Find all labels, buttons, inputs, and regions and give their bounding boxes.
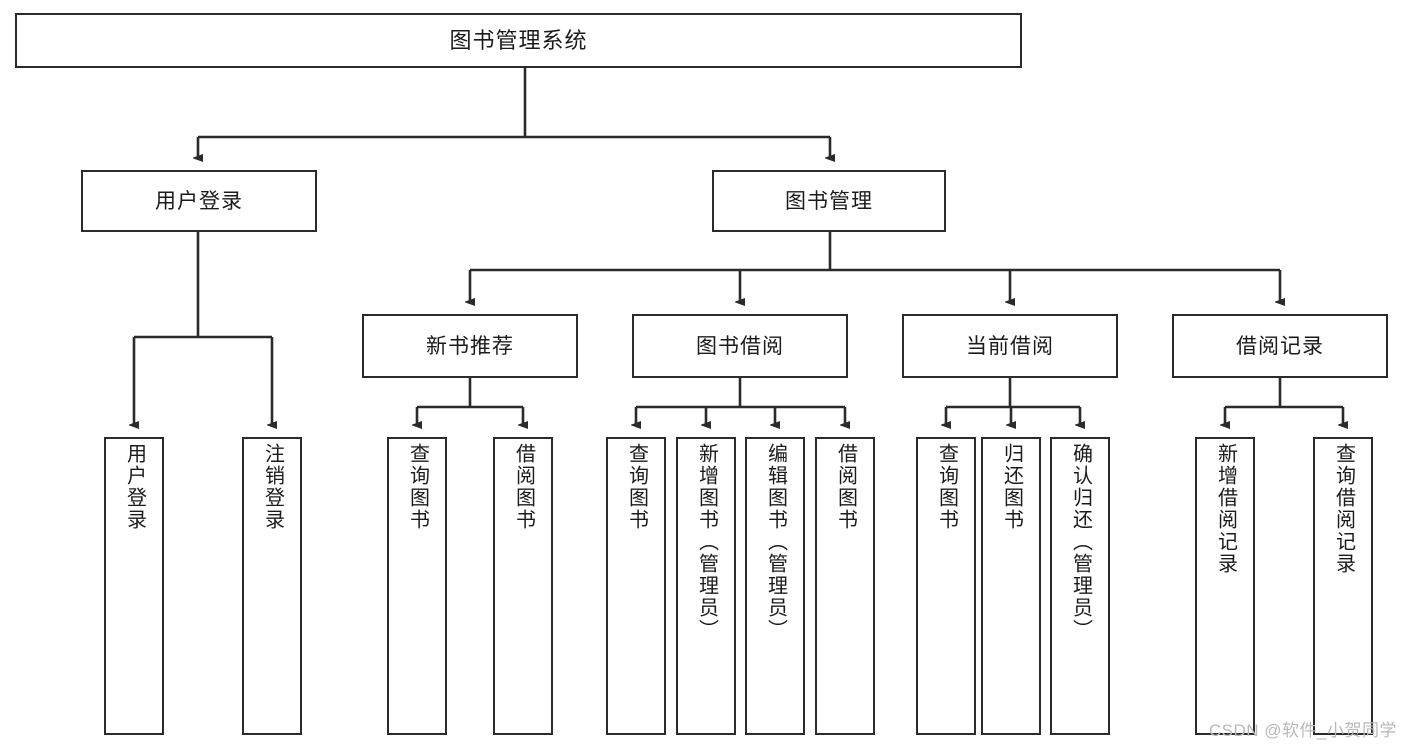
node-label: 确认归还（管理员） [1069,443,1092,641]
node-user-login[interactable]: 用户登录 [81,170,317,232]
node-label: 图书管理 [785,189,873,213]
leaf-borrow-record-query[interactable]: 查询借阅记录 [1313,437,1373,735]
leaf-book-borrow-borrow[interactable]: 借阅图书 [815,437,875,735]
leaf-book-borrow-query[interactable]: 查询图书 [606,437,666,735]
node-new-book-recommend[interactable]: 新书推荐 [362,314,578,378]
node-book-borrow[interactable]: 图书借阅 [632,314,848,378]
node-book-management[interactable]: 图书管理 [712,170,946,232]
node-label: 借阅记录 [1236,334,1324,358]
node-current-borrow[interactable]: 当前借阅 [902,314,1118,378]
node-label: 编辑图书（管理员） [764,443,787,641]
node-label: 归还图书 [1000,443,1023,531]
node-label: 图书借阅 [696,334,784,358]
node-label: 新书推荐 [426,334,514,358]
node-label: 用户登录 [123,443,146,531]
leaf-borrow-record-add[interactable]: 新增借阅记录 [1195,437,1255,735]
node-label: 查询图书 [406,443,429,531]
node-borrow-record[interactable]: 借阅记录 [1172,314,1388,378]
node-label: 新增借阅记录 [1214,443,1237,575]
leaf-new-book-borrow[interactable]: 借阅图书 [493,437,553,735]
node-label: 注销登录 [261,443,284,531]
node-label: 图书管理系统 [449,27,588,53]
node-root-system[interactable]: 图书管理系统 [15,13,1022,68]
node-label: 当前借阅 [966,334,1054,358]
leaf-user-login-logout[interactable]: 注销登录 [242,437,302,735]
node-label: 新增图书（管理员） [695,443,718,641]
node-label: 查询图书 [935,443,958,531]
leaf-book-borrow-add[interactable]: 新增图书（管理员） [676,437,736,735]
node-label: 查询借阅记录 [1332,443,1355,575]
node-label: 借阅图书 [512,443,535,531]
leaf-current-borrow-return[interactable]: 归还图书 [981,437,1041,735]
leaf-user-login-login[interactable]: 用户登录 [104,437,164,735]
node-label: 借阅图书 [834,443,857,531]
leaf-new-book-query[interactable]: 查询图书 [387,437,447,735]
leaf-current-borrow-confirm[interactable]: 确认归还（管理员） [1050,437,1110,735]
leaf-book-borrow-edit[interactable]: 编辑图书（管理员） [745,437,805,735]
node-label: 查询图书 [625,443,648,531]
watermark-text: CSDN @软件_小贺同学 [1208,721,1397,740]
node-label: 用户登录 [155,189,243,213]
leaf-current-borrow-query[interactable]: 查询图书 [916,437,976,735]
